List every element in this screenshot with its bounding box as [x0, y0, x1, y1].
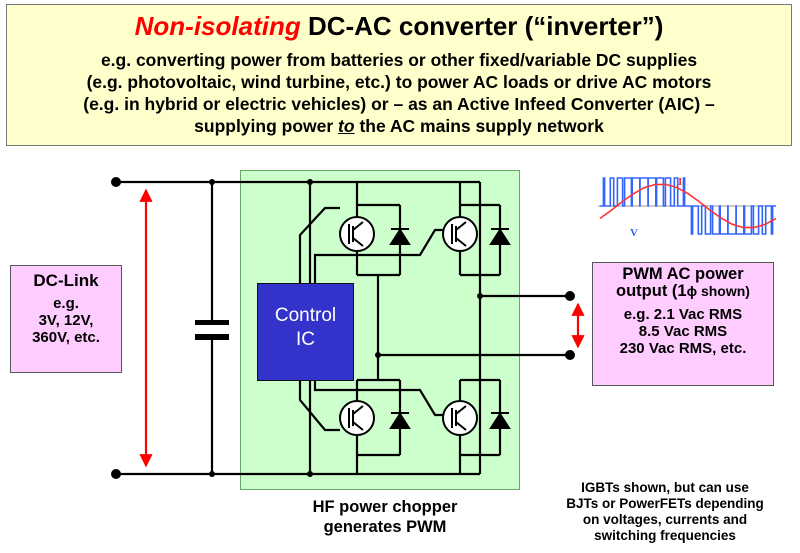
terminal-ac-b — [565, 350, 575, 360]
output-title-2-post: shown) — [697, 283, 750, 299]
capacitor-plate-bottom — [195, 334, 229, 340]
terminal-ac-a — [565, 291, 575, 301]
dc-link-line-1: e.g. — [53, 295, 79, 312]
output-line-2: 8.5 Vac RMS — [638, 323, 728, 340]
dc-link-box: DC-Link e.g. 3V, 12V, 360V, etc. — [10, 265, 122, 373]
dc-link-line-3: 360V, etc. — [32, 329, 100, 346]
title-rest: DC-AC converter (“inverter”) — [300, 11, 664, 41]
header-description: e.g. converting power from batteries or … — [7, 49, 791, 137]
terminal-dc-plus — [111, 177, 121, 187]
gate-drive-q4 — [313, 381, 445, 417]
description-line-2: (e.g. photovoltaic, wind turbine, etc.) … — [86, 72, 712, 92]
phi-symbol: ϕ — [686, 283, 698, 299]
output-line-1: e.g. 2.1 Vac RMS — [623, 306, 743, 323]
terminal-dc-minus — [111, 469, 121, 479]
page-title: Non-isolating DC-AC converter (“inverter… — [7, 11, 791, 42]
diode-d3-icon — [389, 412, 411, 429]
igbt-q3-icon — [339, 400, 375, 436]
voltage-label: V — [630, 227, 638, 239]
diode-d4-icon — [489, 412, 511, 429]
line4-post: the AC mains supply network — [354, 116, 604, 136]
caption-line-2: generates PWM — [323, 518, 447, 536]
control-ic-line-1: Control — [274, 305, 337, 326]
note-line-2: BJTs or PowerFETs depending — [566, 496, 764, 511]
note-line-3: on voltages, currents and — [582, 512, 748, 527]
output-title-2-pre: output (1 — [616, 282, 687, 300]
gate-drive-q1 — [298, 206, 340, 283]
igbt-q4-icon — [442, 400, 478, 436]
line4-emphasis: to — [338, 116, 355, 136]
output-title-1: PWM AC power — [622, 265, 744, 283]
description-line-3: (e.g. in hybrid or electric vehicles) or… — [83, 94, 715, 114]
header-box: Non-isolating DC-AC converter (“inverter… — [6, 4, 792, 146]
diode-d2-icon — [489, 228, 511, 245]
output-line-3: 230 Vac RMS, etc. — [619, 340, 747, 357]
line4-pre: supplying power — [194, 116, 339, 136]
gate-drive-q3 — [298, 381, 340, 432]
igbt-q2-icon — [442, 216, 478, 252]
capacitor-plate-top — [195, 320, 229, 325]
gate-drive-q2 — [313, 228, 445, 283]
pwm-waveform: I V — [598, 176, 777, 239]
igbt-note: IGBTs shown, but can use BJTs or PowerFE… — [540, 480, 790, 544]
control-ic-line-2: IC — [296, 329, 315, 350]
pwm-voltage-trace — [600, 177, 776, 235]
description-line-4: supplying power to the AC mains supply n… — [7, 115, 791, 137]
current-label: I — [678, 176, 682, 188]
output-title-2: output (1ϕ shown) — [593, 283, 773, 300]
pwm-current-trace — [599, 183, 777, 229]
diode-d1-icon — [389, 228, 411, 245]
pwm-output-box: PWM AC power output (1ϕ shown) e.g. 2.1 … — [592, 262, 774, 386]
igbt-q1-icon — [339, 216, 375, 252]
dc-link-line-2: 3V, 12V, — [38, 312, 94, 329]
title-highlight: Non-isolating — [134, 11, 301, 41]
description-line-1: e.g. converting power from batteries or … — [100, 50, 698, 70]
note-line-4: switching frequencies — [594, 528, 736, 543]
note-line-1: IGBTs shown, but can use — [581, 480, 749, 495]
caption-line-1: HF power chopper — [312, 498, 458, 516]
dc-link-title: DC-Link — [33, 271, 99, 290]
chopper-caption: HF power chopper generates PWM — [260, 497, 510, 537]
control-ic-block: Control IC — [257, 283, 354, 381]
